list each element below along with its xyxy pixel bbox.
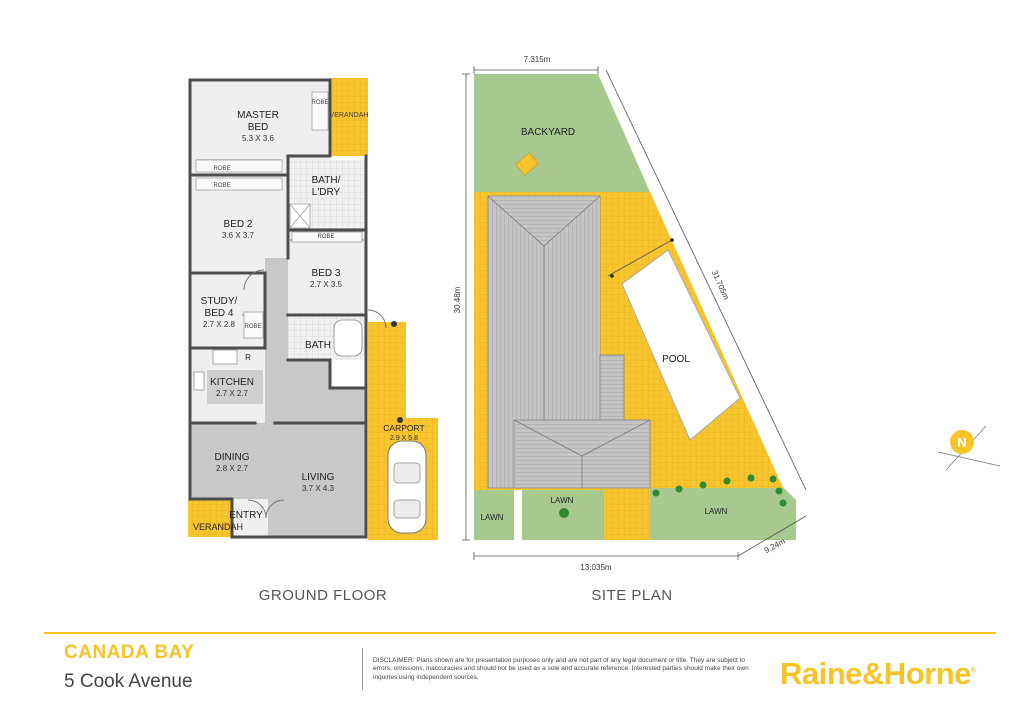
floor-dining-living [190,423,366,499]
robe-master-bottom [195,159,283,173]
verandah-front-label: VERANDAH [193,522,243,532]
master-bed-label-line1: MASTER [237,110,279,121]
front-path-paving [604,488,650,540]
brand-logo: Raine&Horne® [780,656,976,692]
bath-label: BATH [305,340,331,351]
study-label-line2: BED 4 [205,308,234,319]
sink [193,371,205,391]
study-dims: 2.7 X 2.8 [203,320,236,329]
north-label: N [957,435,966,450]
house-roof [487,195,651,489]
disclaimer-text: DISCLAIMER: Plans shown are for presenta… [373,657,749,681]
dimension-left: 30.48m [453,286,462,313]
robe-label-bed3-top: ROBE [317,234,334,240]
robe-study-side [243,311,264,339]
robe-bed2-top [195,177,283,191]
robe-label-bed2-top: ROBE [213,183,230,189]
dining-label: DINING [215,452,250,463]
living-dims: 3.7 X 4.3 [302,484,335,493]
carport-label: CARPORT [383,423,424,433]
dimension-diagonal: 31.705m [710,269,731,301]
measure-point-b [670,238,674,242]
floor-bed2 [190,175,288,273]
bath-tub [333,319,363,357]
footer-rule [44,632,996,634]
dimension-bottom: 13.035m [580,563,611,572]
cooktop [212,349,238,365]
corner-post [391,321,397,327]
master-bed-dims: 5.3 X 3.6 [242,134,275,143]
lawn-right [650,488,796,540]
tree-row [559,474,787,518]
north-arrow-icon: N [937,425,1001,471]
bed3-dims: 2.7 X 3.5 [310,280,343,289]
pool-label: POOL [662,354,690,365]
verandah-rear-tiles [330,78,368,156]
property-address: 5 Cook Avenue [64,671,193,692]
floor-hall [265,258,366,423]
robe-label-master-bottom: ROBE [213,166,230,172]
lawn-left-label: LAWN [481,513,504,522]
lawn-mid-label: LAWN [551,496,574,505]
footer-divider [362,648,363,690]
shower-cross [289,203,311,229]
bath-laundry-label-line2: L'DRY [312,187,341,198]
site-plan-title: SITE PLAN [591,587,672,604]
floor-master-bed [190,80,330,175]
floor-bed3 [288,230,366,315]
robe-master-side [311,91,329,131]
car-icon [387,440,427,534]
bed2-dims: 3.6 X 3.7 [222,231,255,240]
pool [621,249,741,441]
kitchen-label: KITCHEN [210,377,254,388]
floor-kitchen-bench [207,370,263,404]
dimension-top: 7.315m [524,55,551,64]
registered-mark-icon: ® [970,667,976,675]
ground-floor-plan: MASTER BED 5.3 X 3.6 ROBE ROBE ROBE BED … [188,78,438,604]
backyard-feature [515,152,539,176]
lawn-right-label: LAWN [705,507,728,516]
master-bed-label-line2: BED [248,122,269,133]
measure-point-a [610,274,614,278]
bath-laundry-label-line1: BATH/ [312,175,341,186]
ground-floor-title: GROUND FLOOR [259,587,388,604]
verandah-front-tiles [188,499,232,537]
suburb-title: CANADA BAY [64,642,195,663]
floor-entry [232,499,268,537]
site-plan: BACKYARD POOL LAWN LAWN LAWN 7.315m 30.4… [453,55,1001,604]
study-label-line1: STUDY/ [201,296,238,307]
side-path-tiles [368,322,406,418]
carport-post [397,417,403,423]
robe-label-study-side: ROBE [244,324,261,330]
brand-logo-text: Raine&Horne [780,656,971,691]
kitchen-dims: 2.7 X 2.7 [216,389,249,398]
living-label: LIVING [302,472,335,483]
dining-dims: 2.8 X 2.7 [216,464,249,473]
backyard-label: BACKYARD [521,127,575,138]
robe-bed3-top [291,231,363,243]
floor-living-lower [268,499,366,537]
lawn-left [474,490,514,540]
entry-label: ENTRY [229,510,263,521]
verandah-rear-label: VERANDAH [330,112,369,119]
range-label: R [245,353,251,362]
carport-dims: 2.9 X 5.8 [390,435,418,442]
robe-label-master-side: ROBE [311,100,328,106]
bed3-label: BED 3 [312,268,341,279]
bed2-label: BED 2 [224,219,253,230]
